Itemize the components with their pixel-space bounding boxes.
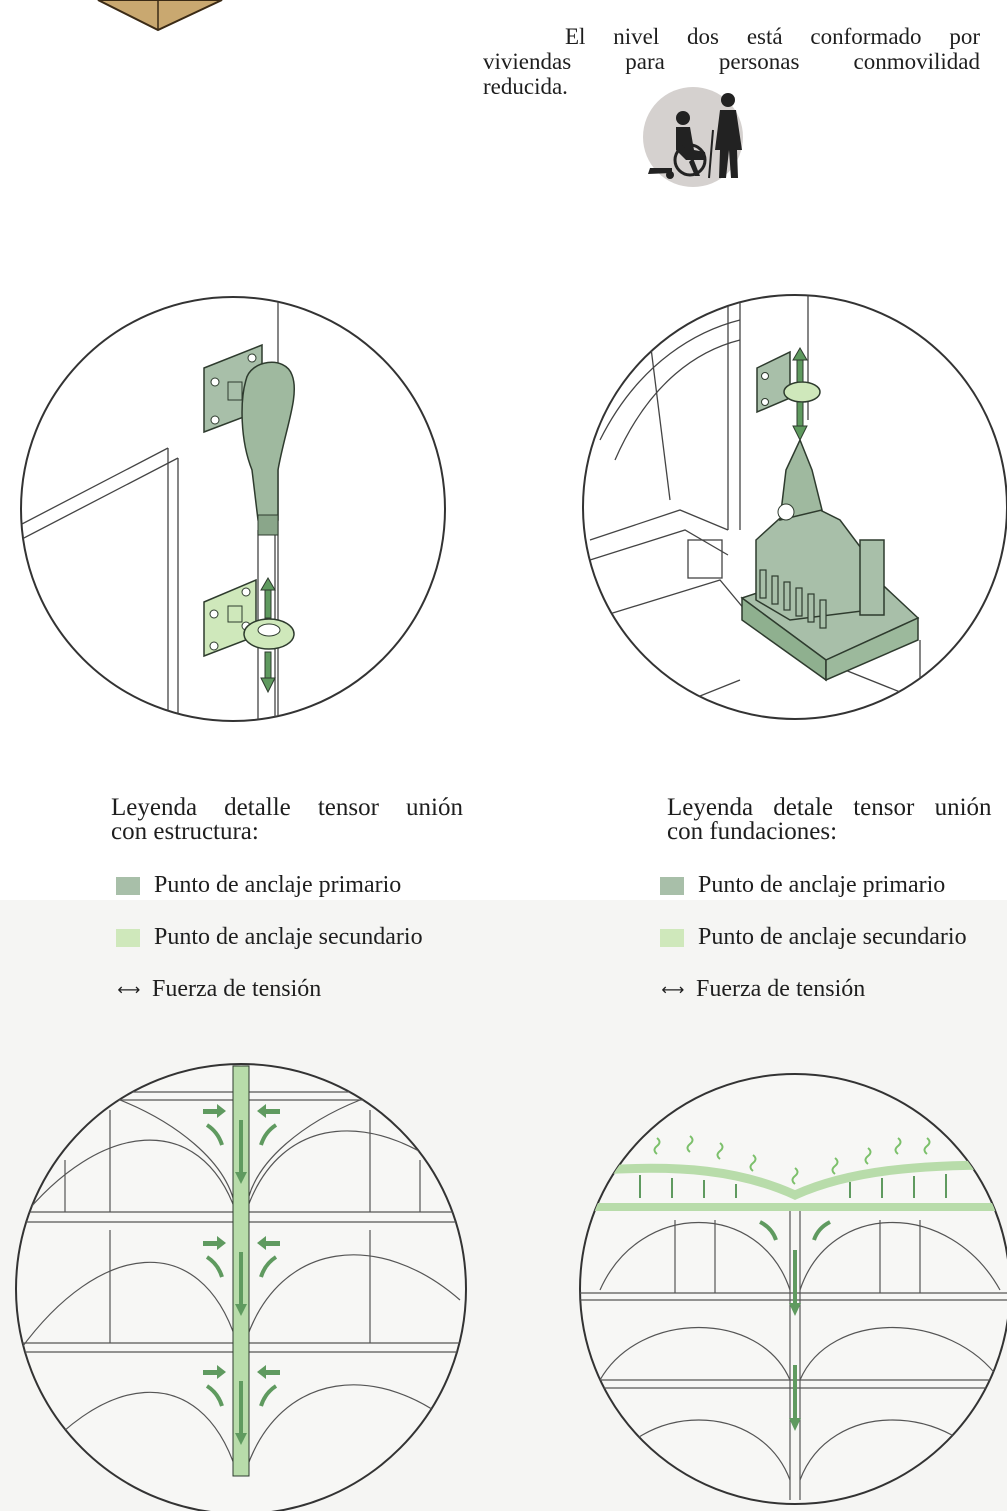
load-arrows xyxy=(203,1104,280,1445)
legend-foundation-title: Leyenda detale tensor unión con fundacio… xyxy=(667,796,992,844)
secondary-swatch xyxy=(116,928,140,947)
legend-foundation-force: ⟷ Fuerza de tensión xyxy=(656,976,866,1003)
primary-swatch xyxy=(116,876,140,895)
foundation-load-arrows xyxy=(759,1220,831,1431)
tension-arrows xyxy=(260,577,276,694)
foundation-tension-arrows xyxy=(792,347,808,442)
legend-foundation-primary: Punto de anclaje primario xyxy=(660,872,945,899)
foundation-block xyxy=(740,438,920,682)
secondary-swatch xyxy=(660,928,684,947)
intro-line-2: viviendas para personas conmovilidad xyxy=(483,49,980,74)
intro-paragraph: El nivel dos está conformado por viviend… xyxy=(483,24,980,99)
primary-anchor-plate xyxy=(203,343,296,536)
detail-circle-foundation-load xyxy=(579,1073,1007,1505)
detail-circle-foundation xyxy=(582,294,1007,720)
double-arrow-icon: ⟷ xyxy=(661,980,685,999)
accessibility-figure-icon xyxy=(643,87,743,187)
secondary-anchor-plate xyxy=(203,578,295,658)
legend-structure-primary: Punto de anclaje primario xyxy=(116,872,401,899)
detail-circle-structure xyxy=(20,296,446,722)
primary-swatch xyxy=(660,876,684,895)
legend-structure-secondary: Punto de anclaje secundario xyxy=(116,924,423,951)
double-arrow-icon: ⟷ xyxy=(117,980,141,999)
legend-structure-force: ⟷ Fuerza de tensión xyxy=(112,976,322,1003)
intro-line-1: El nivel dos está conformado por xyxy=(565,24,980,49)
foundation-anchor-plate xyxy=(756,350,821,414)
detail-circle-structure-load xyxy=(15,1063,467,1511)
legend-structure-title: Leyenda detalle tensor unión con estruct… xyxy=(111,794,463,845)
intro-line-3: reducida. xyxy=(483,74,568,99)
wood-block-corner xyxy=(97,0,223,32)
legend-foundation-secondary: Punto de anclaje secundario xyxy=(660,924,1007,951)
